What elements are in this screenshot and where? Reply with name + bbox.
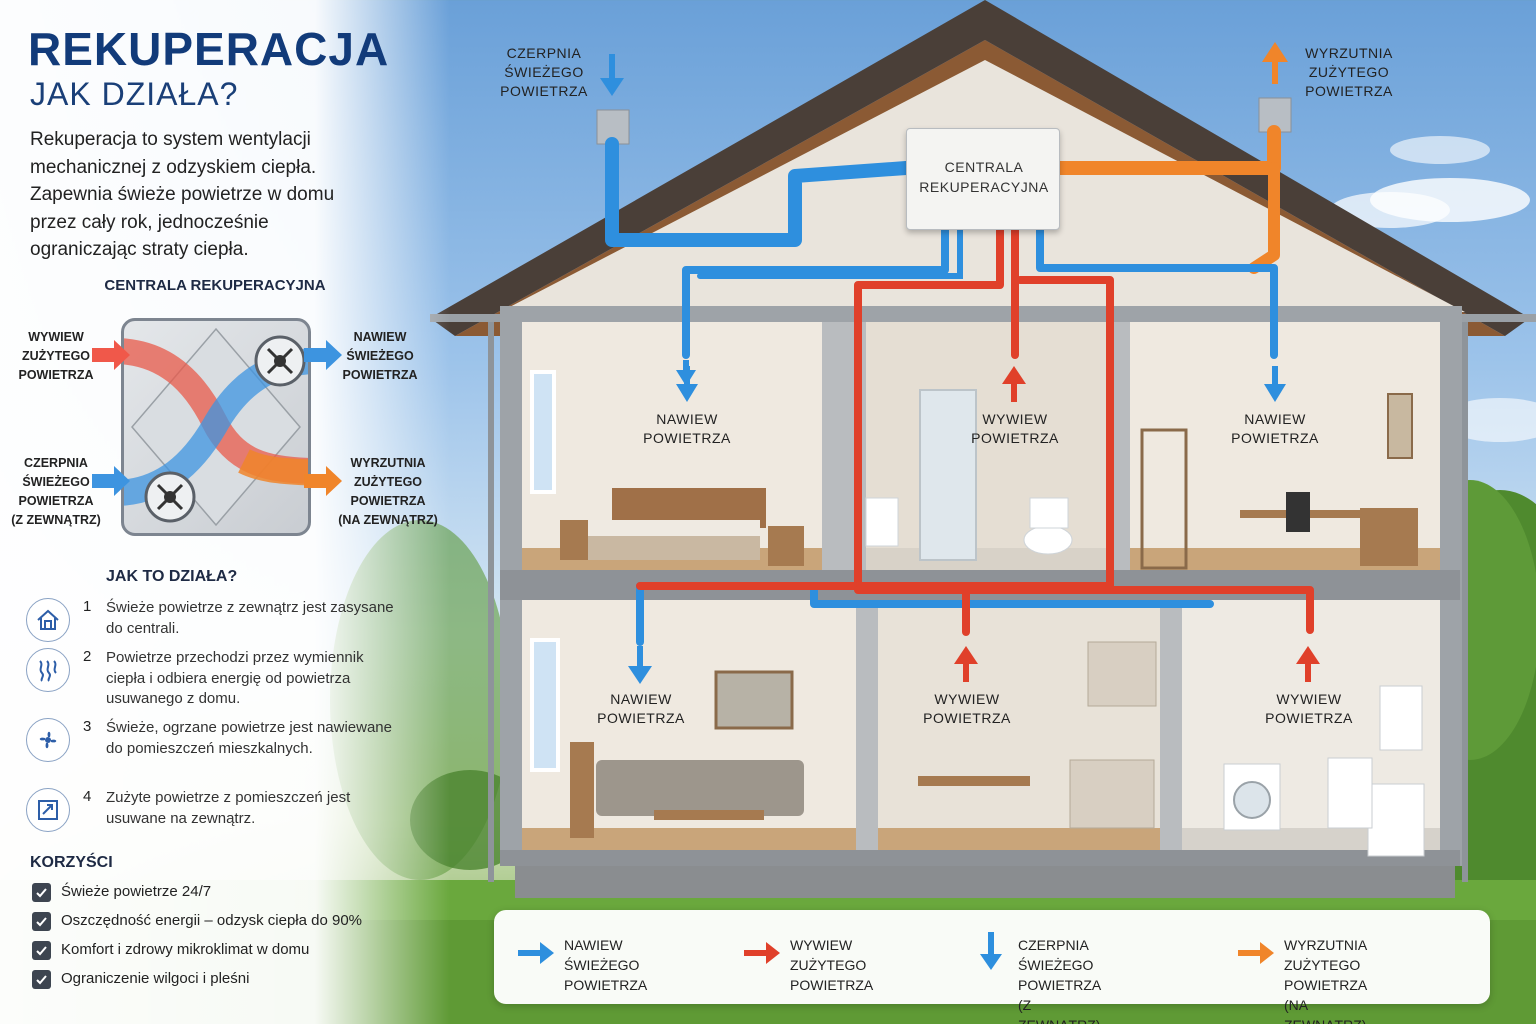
how-it-works-title: JAK TO DZIAŁA? — [106, 568, 238, 585]
central-unit: CENTRALA REKUPERACYJNA — [906, 128, 1060, 230]
central-unit-label: CENTRALA REKUPERACYJNA — [919, 159, 1049, 195]
unit-diagram-title: CENTRALA REKUPERACYJNA — [104, 277, 326, 294]
arrow-down-blue-icon — [980, 932, 1002, 970]
arrow-right-orange-icon — [1238, 942, 1274, 964]
heat-exchanger-diagram — [113, 318, 319, 536]
outlet-label: WYRZUTNIA ZUŻYTEGO POWIETRZA — [1305, 45, 1393, 99]
exhaust-icon — [26, 788, 70, 832]
outlet-arrow — [1262, 42, 1288, 84]
hx-label-supply-out: NAWIEW ŚWIEŻEGO POWIETRZA — [342, 330, 418, 382]
checkmark-icon — [32, 941, 51, 960]
house-icon — [26, 598, 70, 642]
room-label-bathroom: WYWIEW POWIETRZA — [971, 411, 1059, 446]
exhaust-in-arrow-icon — [92, 340, 130, 370]
room-label-office: NAWIEW POWIETRZA — [1231, 411, 1319, 446]
hx-label-intake: CZERPNIA ŚWIEŻEGO POWIETRZA (Z ZEWNĄTRZ) — [11, 456, 101, 527]
intake-arrow — [600, 54, 624, 96]
hx-label-outlet: WYRZUTNIA ZUŻYTEGO POWIETRZA (NA ZEWNĄTR… — [338, 456, 438, 527]
legend: NAWIEW ŚWIEŻEGO POWIETRZA WYWIEW ZUŻYTEG… — [494, 910, 1490, 1024]
step-3: 3 Świeże, ogrzane powietrze jest nawiewa… — [26, 718, 426, 784]
checkmark-icon — [32, 912, 51, 931]
step-4: 4 Zużyte powietrze z pomieszczeń jest us… — [26, 788, 426, 854]
arrow-right-blue-icon — [518, 942, 554, 964]
room-label-living-room: NAWIEW POWIETRZA — [597, 691, 685, 726]
intake-label: CZERPNIA ŚWIEŻEGO POWIETRZA — [500, 45, 588, 99]
step-1: 1 Świeże powietrze z zewnątrz jest zasys… — [26, 598, 426, 664]
checkmark-icon — [32, 970, 51, 989]
outlet-out-arrow-icon — [304, 466, 342, 496]
supply-out-arrow-icon — [304, 340, 342, 370]
arrow-right-red-icon — [744, 942, 780, 964]
benefits-title: KORZYŚCI — [30, 854, 113, 871]
room-label-bedroom: NAWIEW POWIETRZA — [643, 411, 731, 446]
fan-icon — [26, 718, 70, 762]
intake-in-arrow-icon — [92, 466, 130, 496]
step-2: 2 Powietrze przechodzi przez wymiennik c… — [26, 648, 426, 714]
heat-exchanger-flows — [113, 327, 319, 527]
room-label-kitchen: WYWIEW POWIETRZA — [923, 691, 1011, 726]
checkmark-icon — [32, 883, 51, 902]
page-subtitle: JAK DZIAŁA? — [30, 76, 239, 112]
heat-waves-icon — [26, 648, 70, 692]
room-label-laundry: WYWIEW POWIETRZA — [1265, 691, 1353, 726]
intro-text: Rekuperacja to system wentylacji mechani… — [30, 129, 335, 260]
hx-label-exhaust-in: WYWIEW ZUŻYTEGO POWIETRZA — [18, 330, 94, 382]
page-title: REKUPERACJA — [28, 23, 390, 75]
